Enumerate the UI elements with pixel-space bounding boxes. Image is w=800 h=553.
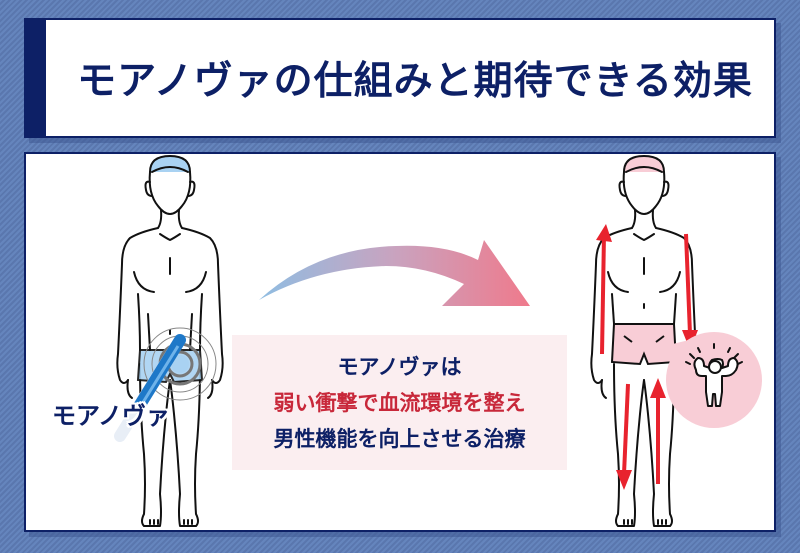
speech-bubble [656,332,762,428]
curved-arrow-icon [259,240,530,306]
shockwave-device-icon [114,334,186,442]
man-figure-before-icon [114,155,224,527]
title-box: モアノヴァの仕組みと期待できる効果 [24,18,776,138]
caption-line-3: 男性機能を向上させる治療 [273,426,526,451]
page-title: モアノヴァの仕組みと期待できる効果 [77,59,753,104]
caption-line-1: モアノヴァは [337,354,462,379]
main-panel: モアノヴァ モアノヴァは 弱い衝撃で血流環境を整え 男性機能を向上させる治療 [24,152,776,532]
device-label: モアノヴァ [52,402,170,430]
caption-box: モアノヴァは 弱い衝撃で血流環境を整え 男性機能を向上させる治療 [232,335,567,470]
flexing-strong-man-icon [693,357,739,407]
caption-line-2: 弱い衝撃で血流環境を整え [273,390,526,415]
title-accent-bar [26,20,46,136]
